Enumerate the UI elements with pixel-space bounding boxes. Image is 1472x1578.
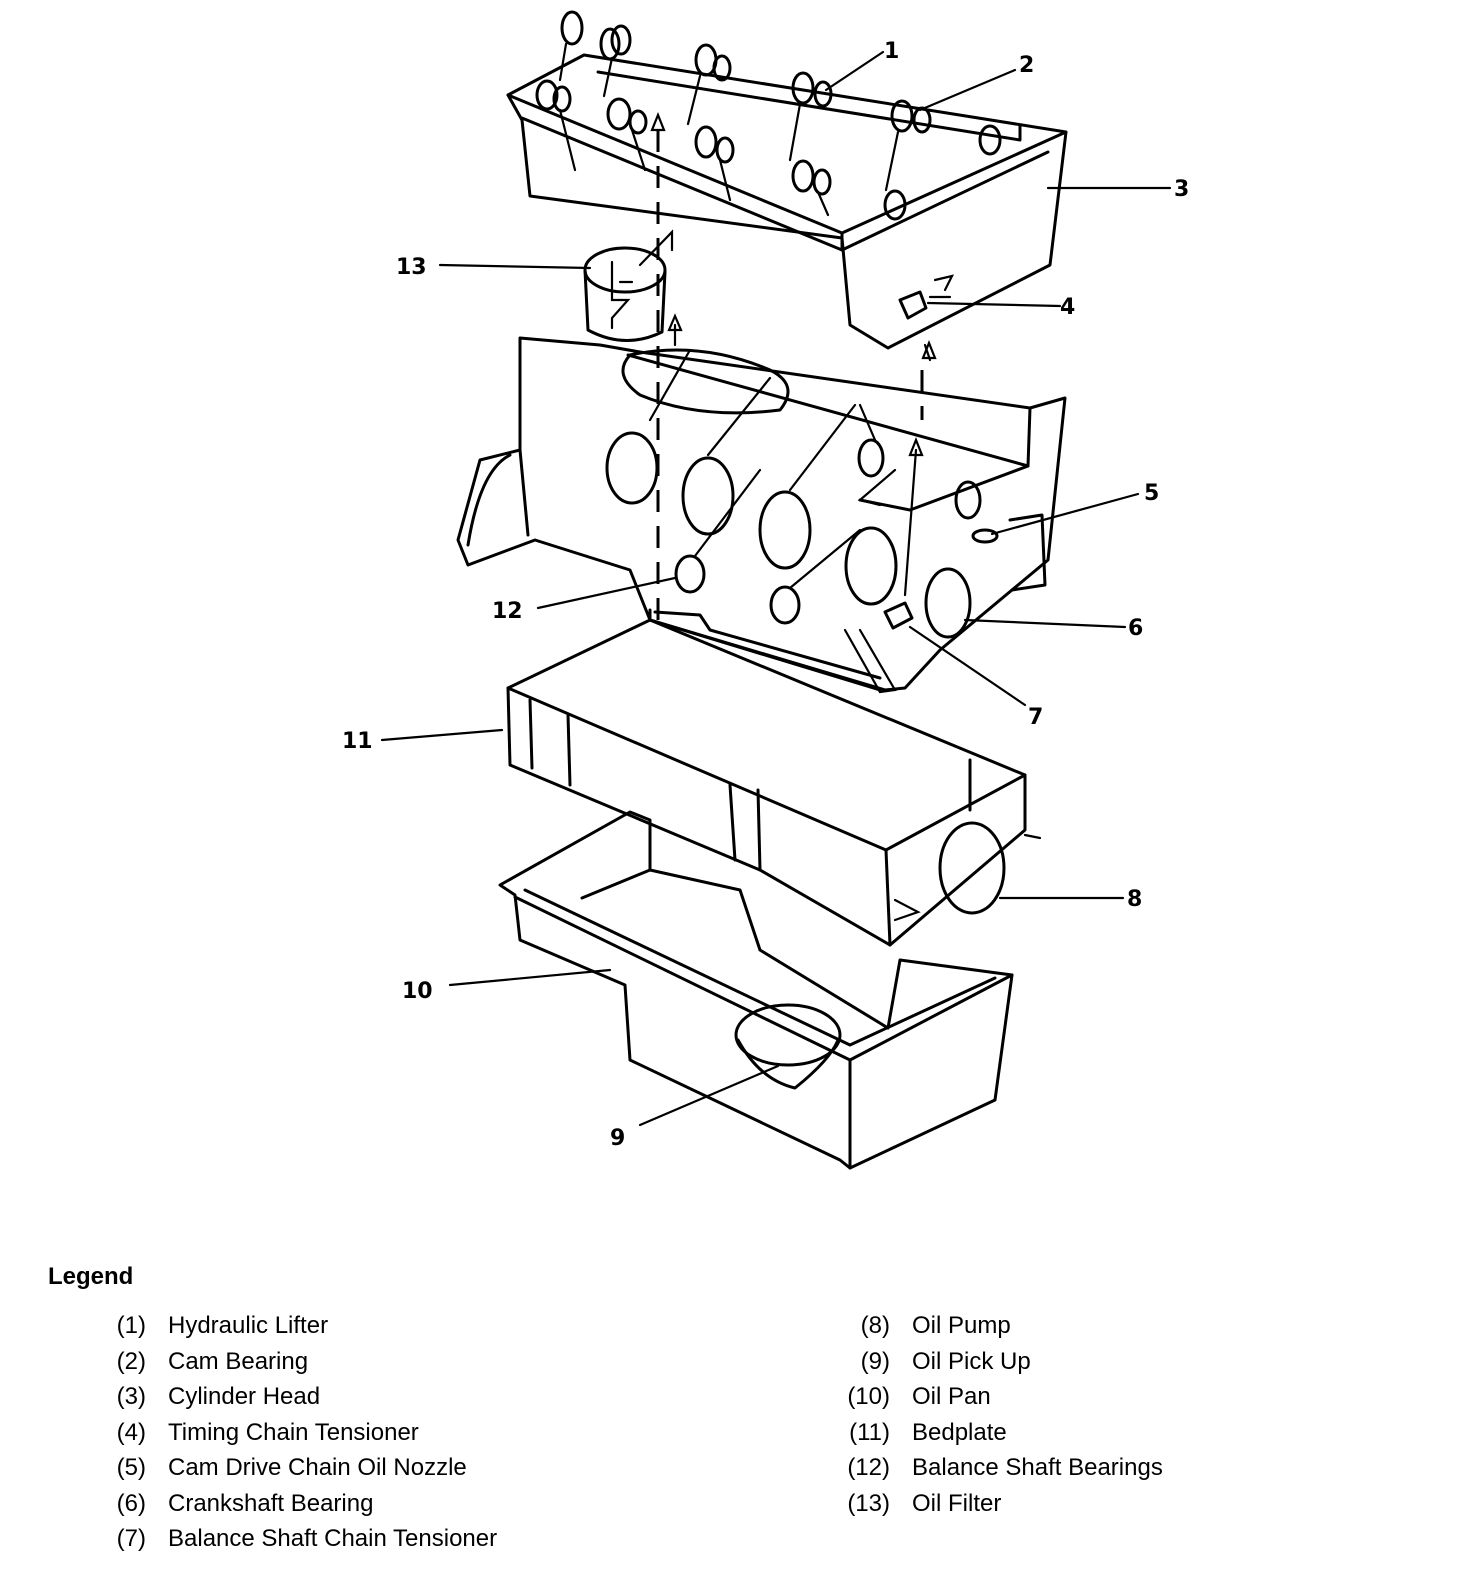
- legend-item-number: (5): [116, 1454, 146, 1481]
- oil-pick-up-drawing: [734, 1003, 842, 1090]
- callout-12: 12: [492, 599, 523, 624]
- legend-item: (12) Balance Shaft Bearings: [838, 1454, 1163, 1490]
- engine-lubrication-diagram: 1 2 3 4 5 6 7 8 9 10 11 12 13: [342, 10, 1189, 1170]
- callout-5: 5: [1144, 481, 1159, 506]
- engine-block-drawing: [456, 336, 1067, 694]
- legend-item: (1) Hydraulic Lifter: [108, 1312, 497, 1348]
- legend-column-right: (8) Oil Pump (9) Oil Pick Up (10) Oil Pan (…: [838, 1312, 1163, 1525]
- oil-filter-drawing: [583, 246, 667, 342]
- crankshaft-bearings-drawing: [605, 348, 972, 639]
- oil-pump-drawing: [938, 821, 1006, 915]
- callout-7: 7: [1028, 705, 1043, 730]
- legend-item-label: Balance Shaft Chain Tensioner: [168, 1525, 498, 1552]
- legend-item-label: Oil Pick Up: [912, 1347, 1031, 1375]
- legend-item-number: (1): [116, 1312, 146, 1339]
- callout-11: 11: [342, 729, 373, 754]
- legend-item-label: Oil Pump: [912, 1312, 1011, 1339]
- legend-item: (10) Oil Pan: [838, 1383, 1163, 1419]
- timing-chain-tensioner-drawing: [898, 274, 955, 320]
- callout-13: 13: [396, 255, 427, 280]
- legend-item-number: (7): [116, 1525, 146, 1552]
- legend-item: (6) Crankshaft Bearing: [108, 1490, 497, 1526]
- legend-column-left: (1) Hydraulic Lifter (2) Cam Bearing (3) Cy…: [108, 1312, 497, 1561]
- callout-6: 6: [1128, 616, 1143, 641]
- legend-item-label: Balance Shaft Bearings: [912, 1454, 1163, 1481]
- legend-item: (13) Oil Filter: [838, 1490, 1163, 1526]
- legend-item-label: Cam Drive Chain Oil Nozzle: [168, 1454, 467, 1481]
- legend-item-label: Bedplate: [912, 1418, 1007, 1446]
- balance-shaft-tensioner-drawing: [883, 601, 914, 630]
- leader-lines: [380, 50, 1172, 1127]
- callout-4: 4: [1060, 295, 1075, 320]
- cam-drive-nozzle-drawing: [971, 528, 999, 544]
- legend-item-label: Cylinder Head: [168, 1383, 321, 1410]
- callout-10: 10: [402, 979, 433, 1004]
- callout-1: 1: [884, 39, 899, 64]
- legend-item-label: Timing Chain Tensioner: [168, 1418, 419, 1446]
- legend-item: (7) Balance Shaft Chain Tensioner: [108, 1525, 497, 1561]
- legend-item: (5) Cam Drive Chain Oil Nozzle: [108, 1454, 497, 1490]
- legend-item-label: Oil Filter: [912, 1489, 1002, 1517]
- legend-item-number: (8): [860, 1312, 890, 1339]
- legend-item-number: (4): [116, 1418, 146, 1446]
- oil-flow-paths: [638, 112, 937, 620]
- legend-item-label: Crankshaft Bearing: [168, 1489, 374, 1517]
- legend-item-number: (11): [849, 1418, 890, 1446]
- legend-title: Legend: [48, 1263, 134, 1290]
- legend-item-number: (12): [847, 1454, 890, 1481]
- legend-item-number: (6): [116, 1489, 146, 1517]
- cylinder-head-drawing: [506, 53, 1068, 350]
- legend-item-number: (3): [116, 1383, 146, 1410]
- legend-item: (11) Bedplate: [838, 1419, 1163, 1455]
- callout-8: 8: [1127, 887, 1142, 912]
- legend-item-number: (9): [860, 1347, 890, 1375]
- oil-pan-drawing: [498, 810, 1014, 1170]
- callout-2: 2: [1019, 53, 1034, 78]
- legend-item-number: (10): [847, 1383, 890, 1410]
- legend-item-label: Cam Bearing: [168, 1347, 309, 1375]
- legend-item-number: (2): [116, 1347, 146, 1375]
- legend-item: (2) Cam Bearing: [108, 1348, 497, 1384]
- legend-item: (9) Oil Pick Up: [838, 1348, 1163, 1384]
- legend-item: (3) Cylinder Head: [108, 1383, 497, 1419]
- legend-item-number: (13): [847, 1489, 890, 1517]
- callout-3: 3: [1174, 177, 1189, 202]
- legend-item: (8) Oil Pump: [838, 1312, 1163, 1348]
- legend-item: (4) Timing Chain Tensioner: [108, 1419, 497, 1455]
- legend-item-label: Hydraulic Lifter: [168, 1312, 329, 1339]
- bedplate-drawing: [506, 618, 1042, 947]
- hydraulic-lifters-drawing: [535, 10, 1002, 221]
- legend-item-label: Oil Pan: [912, 1383, 991, 1410]
- balance-shaft-bearings-drawing: [674, 403, 982, 625]
- callout-9: 9: [610, 1126, 625, 1151]
